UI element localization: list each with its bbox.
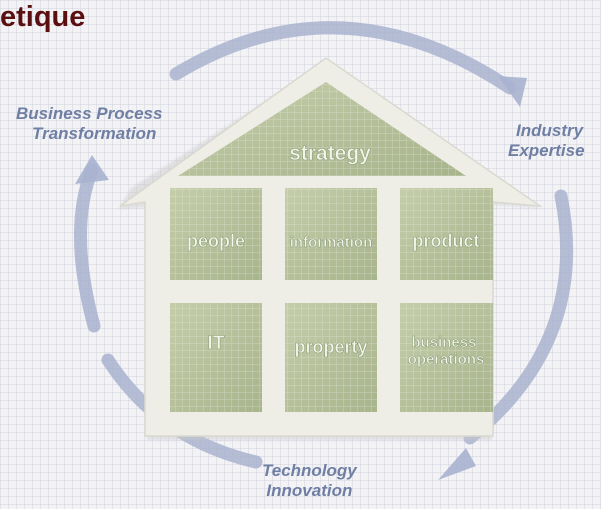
label-industry: Industry [516,121,584,140]
room-label-operations: operations [408,351,485,368]
room-label-product: product [413,231,480,251]
page-title: etique [0,1,86,33]
room-label-information: information [290,234,373,251]
label-technology-innovation: Technology Innovation [262,461,357,501]
room-label-people: people [187,231,245,251]
arrowhead-right-icon [498,76,527,107]
arrowhead-bottom-icon [438,448,476,480]
roof-label: strategy [289,142,371,165]
arrow-top [169,21,517,95]
label-transformation: Transformation [32,124,157,143]
label-innovation: Innovation [266,481,353,500]
room-label-business-operations: business operations [408,334,485,368]
label-industry-expertise: Industry Expertise [508,121,585,161]
house [119,57,543,440]
label-business-process: Business Process [16,104,163,123]
arrow-left [73,163,101,333]
room-label-it: IT [208,333,225,354]
label-technology: Technology [262,461,357,480]
label-business-process-transformation: Business Process Transformation [16,104,162,144]
arrowhead-left-icon [75,155,109,184]
room-label-property: property [294,337,367,357]
label-expertise: Expertise [508,141,585,160]
room-label-business: business [411,334,476,351]
arrow-right [463,189,574,445]
